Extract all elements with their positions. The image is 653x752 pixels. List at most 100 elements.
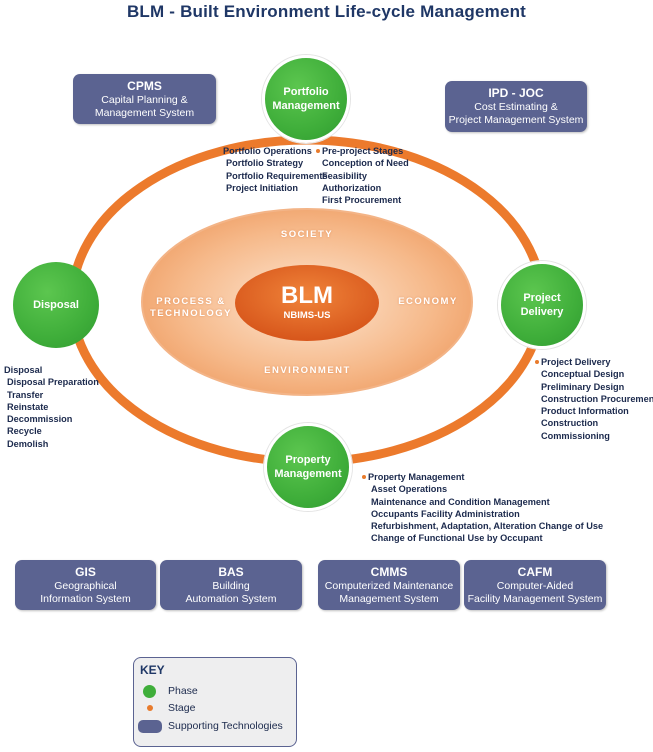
list-item-text: Project Initiation (226, 182, 298, 193)
core-title: BLM (281, 282, 333, 309)
stage-dot (362, 475, 366, 479)
list-item: Reinstate (4, 401, 99, 413)
tech-line: Computer-Aided (496, 579, 574, 592)
list-item: Decommission (4, 413, 99, 425)
tech-line: Automation System (185, 592, 277, 605)
tech-box-gis[interactable]: GIS Geographical Information System (15, 560, 156, 610)
phase-label-line: Portfolio (283, 86, 329, 98)
legend-title: KEY (140, 663, 165, 677)
list-item-text: Conceptual Design (541, 369, 625, 380)
list-item: Authorization (322, 182, 409, 194)
list-item: Occupants Facility Administration (368, 508, 603, 520)
tech-box-ipd-joc[interactable]: IPD - JOC Cost Estimating & Project Mana… (445, 81, 587, 132)
list-item: Conception of Need (322, 157, 409, 169)
list-item-text: Construction Procurement (541, 393, 653, 404)
ring-label-process-technology: PROCESS & TECHNOLOGY (143, 296, 239, 320)
tech-line: Facility Management System (467, 592, 603, 605)
phase-label-line: Delivery (520, 306, 564, 318)
tech-title: CMMS (370, 564, 408, 579)
stage-list-project-delivery: Project Delivery Conceptual Design Preli… (535, 356, 653, 442)
legend-swatch-tech (138, 720, 162, 733)
tech-line: Information System (40, 592, 131, 605)
tech-box-cmms[interactable]: CMMS Computerized Maintenance Management… (318, 560, 460, 610)
core-ellipse (235, 265, 379, 341)
list-item-text: Demolish (7, 438, 49, 449)
list-item-text: Disposal (4, 365, 43, 375)
list-item-text: Project Delivery (541, 357, 611, 367)
core-subtitle: NBIMS-US (283, 310, 331, 321)
legend-swatch-phase (143, 685, 156, 698)
tech-title: BAS (218, 564, 244, 579)
list-item-text: Product Information (541, 406, 629, 417)
tech-line: Computerized Maintenance (324, 579, 454, 592)
legend-label-tech: Supporting Technologies (168, 720, 283, 732)
tech-line: Project Management System (448, 114, 584, 126)
phase-label-line: Management (272, 100, 340, 112)
list-item: Change of Functional Use by Occupant (368, 532, 603, 544)
list-item-text: Portfolio Operations (223, 146, 312, 156)
legend-swatch-stage (147, 705, 153, 711)
tech-title: CPMS (127, 78, 162, 93)
phase-label-line: Management (274, 468, 342, 480)
list-item-text: Conception of Need (322, 158, 409, 169)
list-item-text: Occupants Facility Administration (371, 508, 520, 519)
tech-box-bas[interactable]: BAS Building Automation System (160, 560, 302, 610)
phase-disposal[interactable]: Disposal (13, 262, 99, 348)
list-item: Asset Operations (368, 483, 603, 495)
list-item: Refurbishment, Adaptation, Alteration Ch… (368, 520, 603, 532)
list-item-text: Pre-project Stages (322, 146, 404, 156)
list-item-text: First Procurement (322, 195, 402, 206)
list-item: Pre-project Stages (316, 145, 409, 157)
phase-label-line: Property (285, 454, 331, 466)
tech-box-cafm[interactable]: CAFM Computer-Aided Facility Management … (464, 560, 606, 610)
page-title: BLM - Built Environment Life-cycle Manag… (126, 2, 527, 21)
list-item-text: Transfer (7, 389, 44, 400)
list-item-text: Feasibility (322, 170, 367, 181)
ring-label-society: SOCIETY (280, 229, 334, 240)
list-item: Portfolio Strategy (223, 157, 328, 169)
stage-dot (316, 149, 320, 153)
list-item: Product Information (541, 405, 653, 417)
list-item: Maintenance and Condition Management (368, 496, 603, 508)
list-item: Project Initiation (223, 182, 328, 194)
stage-list-disposal: Disposal Disposal Preparation Transfer R… (4, 364, 99, 450)
list-item-text: Authorization (322, 182, 382, 193)
tech-line: Management System (339, 592, 439, 605)
legend-label-phase: Phase (168, 685, 198, 697)
list-item: Recycle (4, 425, 99, 437)
phase-label-line: Disposal (33, 299, 79, 311)
legend-label-stage: Stage (168, 702, 196, 714)
list-item-text: Refurbishment, Adaptation, Alteration Ch… (371, 521, 604, 532)
list-item: Demolish (4, 438, 99, 450)
list-item-text: Construction (541, 418, 599, 429)
tech-line: Building (212, 579, 250, 592)
list-item-text: Asset Operations (371, 484, 448, 495)
list-item: Construction (541, 417, 653, 429)
list-item-text: Recycle (7, 426, 42, 437)
stage-dot (535, 360, 539, 364)
list-item-text: Portfolio Strategy (226, 158, 304, 169)
list-item: Project Delivery (535, 356, 653, 368)
list-item-text: Decommission (7, 414, 73, 425)
ring-label-economy: ECONOMY (398, 296, 458, 307)
tech-line: Capital Planning & (101, 93, 188, 106)
list-item: Portfolio Requirements (223, 170, 328, 182)
list-item-text: Property Management (368, 472, 465, 482)
tech-title: GIS (75, 564, 96, 579)
stage-list-portfolio-left: Portfolio Operations Portfolio Strategy … (217, 145, 328, 194)
tech-box-cpms[interactable]: CPMS Capital Planning & Management Syste… (73, 74, 216, 124)
ring-label-left-text: PROCESS & TECHNOLOGY (149, 296, 233, 319)
list-item: Commissioning (541, 430, 653, 442)
tech-line: Cost Estimating & (474, 101, 558, 113)
list-item: Preliminary Design (541, 381, 653, 393)
tech-line: Geographical (54, 579, 117, 592)
stage-dot (217, 149, 221, 153)
ring-label-environment: ENVIRONMENT (264, 365, 351, 376)
list-item: Property Management (362, 471, 603, 483)
stage-list-property-management: Property Management Asset Operations Mai… (362, 471, 603, 545)
list-item: Conceptual Design (541, 368, 653, 380)
list-item: First Procurement (322, 194, 409, 206)
